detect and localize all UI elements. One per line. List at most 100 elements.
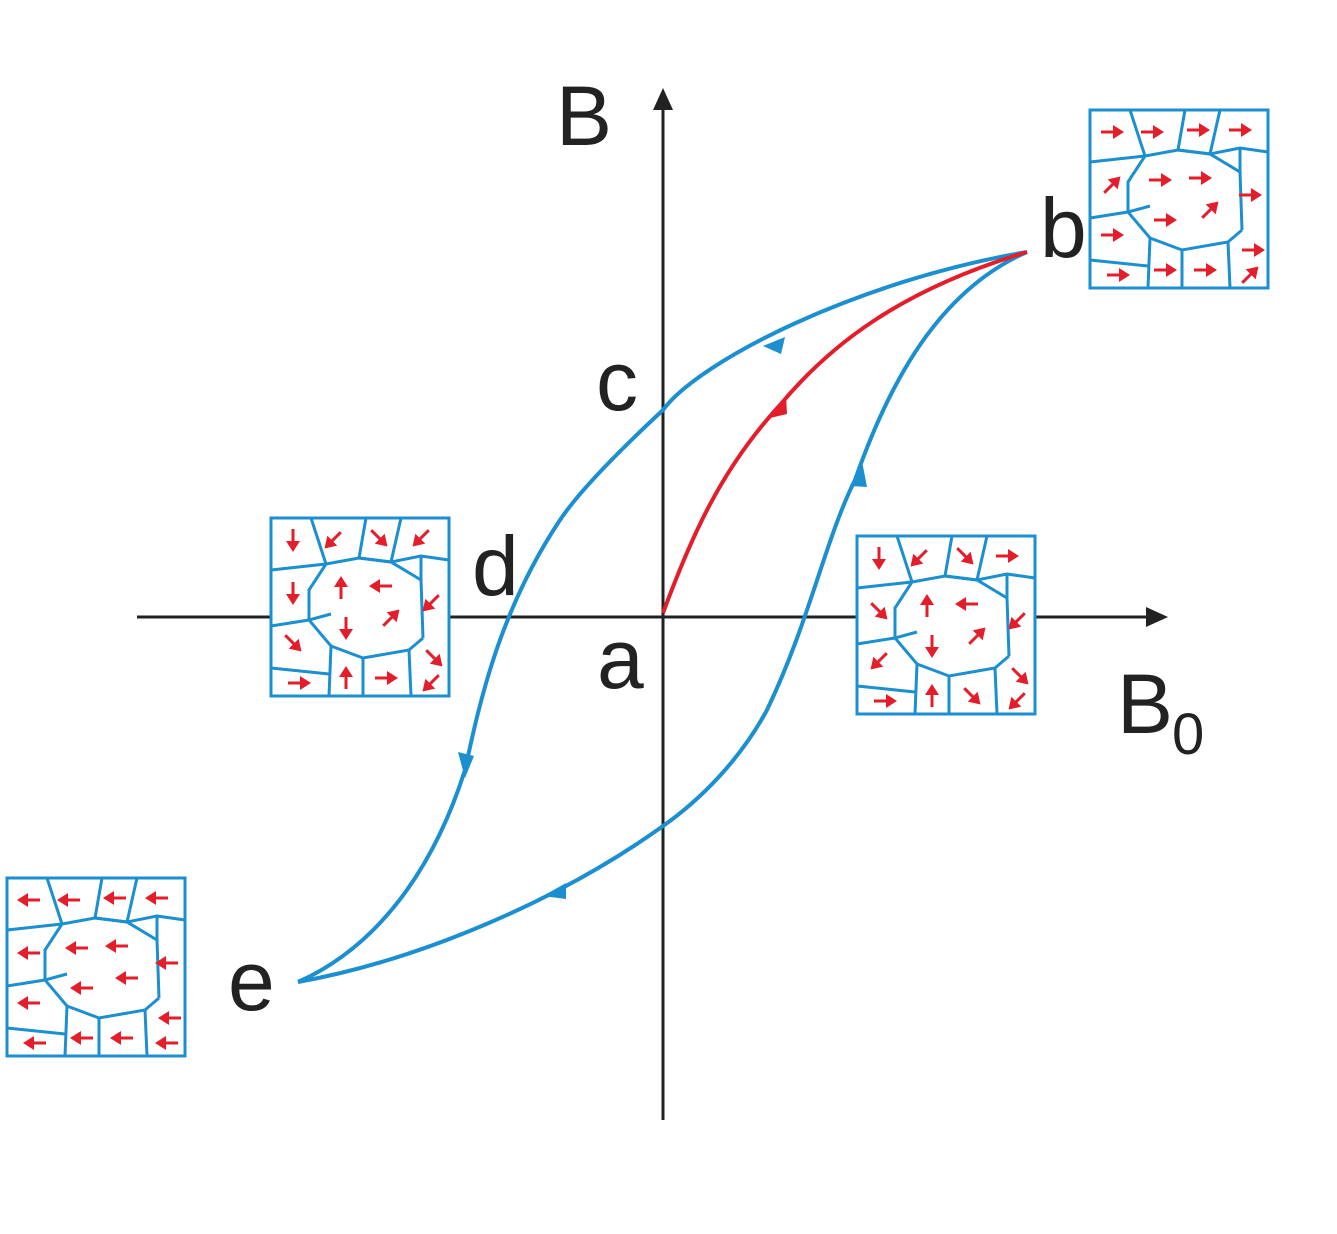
arrow-head bbox=[872, 559, 886, 570]
magnetic-moment-arrow bbox=[115, 971, 138, 985]
domain-box-d bbox=[269, 516, 451, 698]
arrow-head bbox=[369, 579, 380, 593]
magnetic-moment-arrow bbox=[925, 684, 939, 707]
upper-branch-curve bbox=[297, 250, 1028, 984]
magnetic-moment-arrow bbox=[955, 597, 978, 611]
arrow-marker-upper bbox=[763, 337, 785, 354]
arrow-head bbox=[105, 939, 116, 953]
magnetic-moment-arrow bbox=[956, 547, 974, 565]
grain-boundary bbox=[407, 649, 413, 697]
arrow-head bbox=[1119, 268, 1130, 282]
arrow-head bbox=[334, 576, 348, 587]
magnetic-moment-arrow bbox=[1229, 123, 1252, 137]
magnetic-moment-arrow bbox=[145, 891, 168, 905]
arrow-shaft bbox=[956, 547, 969, 560]
magnetic-moment-arrow bbox=[1101, 228, 1124, 242]
arrow-head bbox=[155, 956, 166, 970]
direction-markers bbox=[458, 337, 867, 899]
arrow-head bbox=[1107, 176, 1121, 190]
arrow-head bbox=[1206, 263, 1217, 277]
arrow-shaft bbox=[1103, 181, 1116, 194]
magnetic-moment-arrow bbox=[286, 582, 300, 605]
arrow-head bbox=[339, 666, 353, 677]
grain-boundary bbox=[1146, 237, 1152, 289]
grain-boundary bbox=[357, 517, 368, 559]
magnetic-moment-arrow bbox=[422, 674, 440, 692]
arrow-head bbox=[339, 629, 353, 640]
arrow-head bbox=[1166, 263, 1177, 277]
grain-boundary bbox=[1208, 109, 1222, 155]
arrow-head bbox=[17, 946, 28, 960]
arrow-head bbox=[23, 1036, 34, 1050]
arrow-head bbox=[429, 653, 443, 667]
arrow-head bbox=[967, 691, 981, 705]
point-label-b: b bbox=[1040, 181, 1087, 275]
arrow-head bbox=[422, 598, 436, 612]
grain-boundary bbox=[1176, 109, 1187, 151]
arrow-head bbox=[1199, 123, 1210, 137]
arrow-head bbox=[374, 533, 388, 547]
magnetic-moment-arrow bbox=[412, 529, 430, 547]
grain-boundary bbox=[913, 663, 919, 715]
arrow-head bbox=[925, 647, 939, 658]
arrow-head bbox=[412, 533, 426, 547]
domain-box-e bbox=[5, 876, 187, 1058]
arrow-head bbox=[1153, 125, 1164, 139]
magnetic-moment-arrow bbox=[870, 652, 888, 670]
magnetic-moment-arrow bbox=[105, 939, 128, 953]
magnetic-moment-arrow bbox=[70, 981, 93, 995]
arrow-head bbox=[422, 678, 436, 692]
arrow-marker-up bbox=[850, 461, 867, 487]
arrow-head bbox=[65, 941, 76, 955]
magnetic-moment-arrow bbox=[1154, 213, 1177, 227]
grain-boundary bbox=[895, 535, 914, 583]
magnetic-moment-arrow bbox=[324, 531, 342, 549]
magnetic-moment-arrow bbox=[1154, 263, 1177, 277]
grain-boundary bbox=[358, 556, 425, 639]
magnetic-moment-arrow bbox=[57, 893, 80, 907]
arrow-shaft bbox=[963, 687, 976, 700]
arrow-shaft bbox=[1013, 692, 1026, 705]
grain-boundary bbox=[1128, 109, 1147, 157]
domain-box-b bbox=[1088, 108, 1270, 290]
grain-boundary bbox=[1089, 258, 1149, 268]
arrow-head bbox=[17, 893, 28, 907]
x-axis-label-subscript: 0 bbox=[1172, 702, 1204, 767]
y-axis-label: B bbox=[556, 69, 612, 163]
magnetic-moment-arrow bbox=[1187, 123, 1210, 137]
magnetic-moment-arrow bbox=[339, 666, 353, 689]
magnetic-moment-arrow bbox=[1011, 667, 1029, 685]
arrow-head bbox=[1241, 123, 1252, 137]
magnetic-moment-arrow bbox=[1189, 171, 1212, 185]
arrow-head bbox=[103, 891, 114, 905]
magnetic-moment-arrow bbox=[1008, 692, 1026, 710]
grain-boundary bbox=[389, 517, 403, 563]
magnetic-moment-arrow bbox=[1107, 268, 1130, 282]
magnetic-moment-arrow bbox=[370, 529, 388, 547]
arrow-shaft bbox=[1011, 667, 1024, 680]
grain-boundary bbox=[94, 916, 161, 999]
arrow-head bbox=[1015, 671, 1029, 685]
grain-boundary bbox=[327, 645, 333, 697]
arrow-marker-lower bbox=[543, 883, 566, 899]
arrow-shaft bbox=[427, 594, 440, 607]
arrow-head bbox=[300, 676, 311, 690]
arrow-head bbox=[874, 606, 888, 620]
magnetic-moment-arrow bbox=[1239, 188, 1262, 202]
arrow-head bbox=[910, 553, 924, 567]
magnetic-moment-arrow bbox=[375, 671, 398, 685]
lower-branch-curve bbox=[297, 250, 1028, 984]
arrow-head bbox=[1205, 201, 1219, 215]
grain-boundary bbox=[93, 877, 104, 919]
grain-boundary bbox=[1226, 241, 1232, 289]
y-axis-arrowhead bbox=[653, 88, 673, 110]
magnetic-moment-arrow bbox=[70, 1031, 93, 1045]
magnetic-moment-arrow bbox=[288, 676, 311, 690]
arrow-shaft bbox=[425, 649, 438, 662]
magnetic-moment-arrow bbox=[1141, 125, 1164, 139]
grain-boundary bbox=[943, 535, 954, 577]
arrow-shaft bbox=[284, 634, 297, 647]
arrow-head bbox=[1008, 549, 1019, 563]
arrow-head bbox=[288, 638, 302, 652]
